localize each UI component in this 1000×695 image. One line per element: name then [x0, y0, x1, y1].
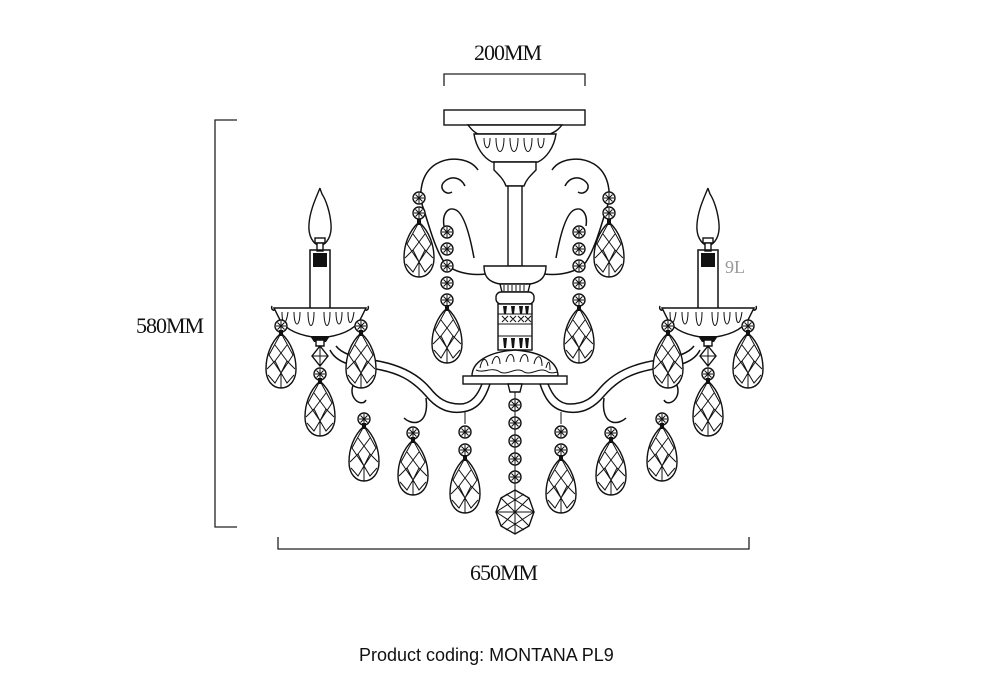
dimension-top-width-label: 200MM	[474, 40, 542, 65]
central-bowl	[462, 349, 568, 385]
dimension-height-label: 580MM	[136, 313, 204, 338]
candle-arm-left	[265, 187, 377, 437]
dimension-width-label: 650MM	[470, 560, 538, 585]
central-column	[483, 265, 547, 351]
lamp-count-label: 9L	[725, 257, 745, 277]
candle-arm-right	[652, 187, 764, 437]
upper-scroll-left	[403, 158, 487, 364]
dimension-top-width	[443, 73, 586, 86]
dimension-width	[277, 537, 750, 550]
dimension-height	[214, 119, 237, 528]
product-caption: Product coding: MONTANA PL9	[359, 645, 614, 665]
upper-scroll-right	[543, 158, 625, 364]
canopy	[443, 109, 586, 267]
centre-pendant	[495, 383, 535, 535]
